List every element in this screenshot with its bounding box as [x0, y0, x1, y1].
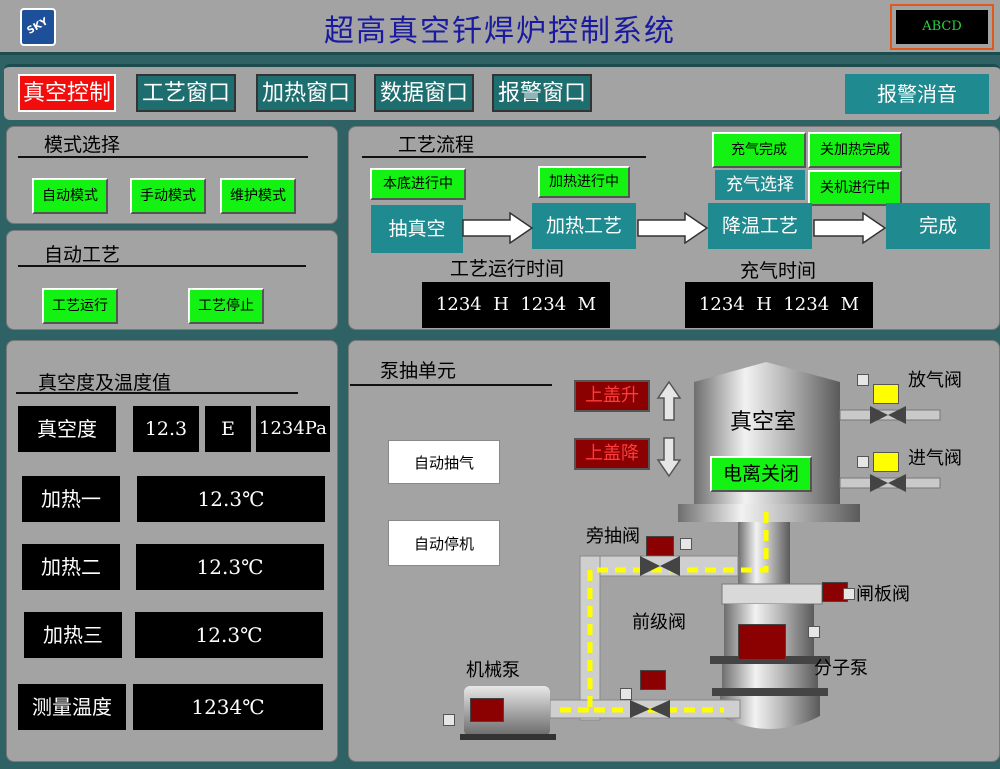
auto-mode-button[interactable]: 自动模式	[32, 178, 108, 214]
process-flow-title: 工艺流程	[398, 134, 475, 156]
lid-up-button[interactable]: 上盖升	[574, 380, 650, 412]
step-complete: 完成	[886, 203, 990, 249]
flow-arrow-icon	[813, 212, 887, 244]
process-stop-button[interactable]: 工艺停止	[188, 288, 264, 324]
step-pump-vacuum: 抽真空	[371, 205, 463, 253]
tab-data-window[interactable]: 数据窗口	[374, 74, 474, 112]
heating-running-indicator: 加热进行中	[538, 166, 630, 198]
maintenance-mode-button[interactable]: 维护模式	[220, 178, 296, 214]
vent-valve-checkbox[interactable]	[857, 374, 869, 386]
gate-valve-checkbox[interactable]	[843, 588, 855, 600]
auto-pump-button[interactable]: 自动抽气	[388, 440, 500, 484]
tab-process-window[interactable]: 工艺窗口	[136, 74, 236, 112]
divider	[16, 392, 298, 394]
shutdown-running-indicator: 关机进行中	[808, 170, 902, 206]
auto-process-title: 自动工艺	[44, 244, 121, 266]
mode-panel-title: 模式选择	[44, 134, 121, 156]
manual-mode-button[interactable]: 手动模式	[130, 178, 206, 214]
chamber-label: 真空室	[730, 410, 797, 435]
heat1-label: 加热一	[22, 476, 120, 522]
heat3-value: 12.3℃	[135, 612, 323, 658]
arrow-up-icon	[656, 380, 682, 421]
alarm-silence-button[interactable]: 报警消音	[845, 74, 989, 114]
status-indicator-text: ABCD	[896, 10, 988, 44]
mech-pump-indicator[interactable]	[470, 698, 504, 722]
fore-valve-actuator[interactable]	[640, 670, 666, 690]
flow-arrow-icon	[637, 212, 709, 244]
inlet-valve-label: 进气阀	[908, 448, 962, 469]
ion-gauge-status: 电离关闭	[710, 456, 812, 492]
vacuum-system-diagram	[460, 362, 941, 740]
temp-label: 测量温度	[18, 684, 126, 730]
heat2-label: 加热二	[22, 544, 120, 590]
process-run-button[interactable]: 工艺运行	[42, 288, 118, 324]
vacuum-pa-value: 1234Pa	[256, 406, 330, 452]
bypass-valve-checkbox[interactable]	[680, 538, 692, 550]
molecular-pump-label: 分子泵	[814, 658, 868, 679]
divider	[18, 156, 308, 158]
divider	[350, 384, 552, 386]
vent-valve-actuator[interactable]	[873, 384, 899, 404]
arrow-down-icon	[656, 437, 682, 478]
inlet-valve-checkbox[interactable]	[857, 456, 869, 468]
step-cooling: 降温工艺	[708, 203, 812, 249]
molecular-pump-checkbox[interactable]	[808, 626, 820, 638]
heat3-label: 加热三	[24, 612, 122, 658]
vacuum-mantissa: 12.3	[133, 406, 199, 452]
gate-valve-label: 闸板阀	[856, 584, 910, 605]
inlet-valve-actuator[interactable]	[873, 452, 899, 472]
temp-value: 1234℃	[133, 684, 323, 730]
tab-heating-window[interactable]: 加热窗口	[256, 74, 356, 112]
heat2-value: 12.3℃	[136, 544, 324, 590]
vacuum-label: 真空度	[18, 406, 116, 452]
step-heating: 加热工艺	[532, 203, 636, 249]
readings-title: 真空度及温度值	[38, 372, 172, 394]
fill-done-indicator: 充气完成	[712, 132, 806, 168]
flow-arrow-icon	[462, 212, 534, 244]
fore-valve-label: 前级阀	[632, 612, 686, 633]
fill-time-display: 1234 H 1234 M	[685, 282, 873, 328]
fill-time-label: 充气时间	[740, 260, 817, 282]
base-running-indicator: 本底进行中	[370, 168, 466, 200]
pump-unit-title: 泵抽单元	[380, 360, 457, 382]
title-bar	[0, 0, 1000, 55]
lid-down-button[interactable]: 上盖降	[574, 438, 650, 470]
fore-valve-checkbox[interactable]	[620, 688, 632, 700]
company-logo: SKY	[20, 8, 56, 46]
bypass-valve-label: 旁抽阀	[586, 526, 640, 547]
mech-pump-label: 机械泵	[466, 660, 520, 681]
divider	[362, 156, 646, 158]
tab-alarm-window[interactable]: 报警窗口	[492, 74, 592, 112]
page-title: 超高真空钎焊炉控制系统	[324, 14, 676, 49]
run-time-label: 工艺运行时间	[450, 258, 565, 280]
vent-valve-label: 放气阀	[908, 370, 962, 391]
bypass-valve-actuator[interactable]	[646, 536, 674, 556]
vacuum-exponent: E	[205, 406, 251, 452]
auto-stop-button[interactable]: 自动停机	[388, 520, 500, 566]
tab-vacuum-control[interactable]: 真空控制	[18, 74, 116, 112]
molecular-pump-indicator[interactable]	[738, 624, 786, 660]
fill-select-button[interactable]: 充气选择	[715, 170, 805, 200]
run-time-display: 1234 H 1234 M	[422, 282, 610, 328]
mech-pump-checkbox[interactable]	[443, 714, 455, 726]
divider	[18, 265, 306, 267]
heat1-value: 12.3℃	[137, 476, 325, 522]
status-indicator: ABCD	[890, 4, 994, 50]
heat-off-done-indicator: 关加热完成	[808, 132, 902, 168]
